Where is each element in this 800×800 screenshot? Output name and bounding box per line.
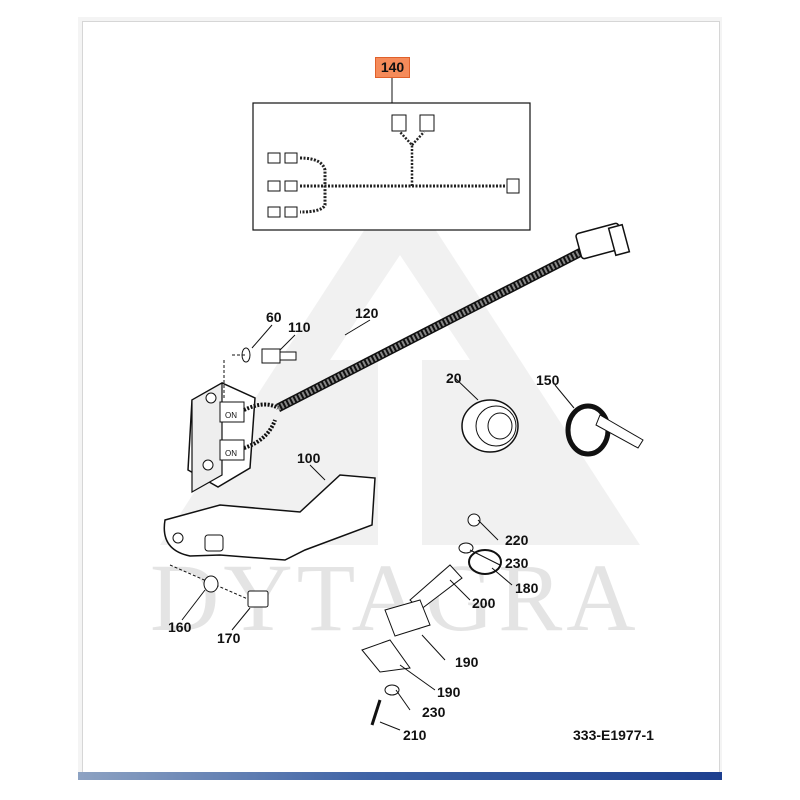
switch-bracket [187,381,280,494]
callout-110: 110 [288,319,311,335]
harness-cable [275,222,631,413]
highlighted-part-badge[interactable] [375,57,410,78]
callout-190-lower: 190 [437,684,461,700]
lower-washer-and-bolt [169,564,269,608]
callout-200: 200 [472,595,496,611]
callout-20: 20 [446,370,462,386]
leader-lines [181,319,575,731]
highlighted-part-label[interactable]: 140 [380,59,405,75]
washer-and-bolt [223,347,297,400]
viewer-bottom-bar [78,772,722,780]
callout-170: 170 [217,630,241,646]
harness-schematic-inset [252,78,531,231]
drawing-reference: 333-E1977-1 [573,727,654,743]
callout-100: 100 [297,450,321,466]
callout-230-lower: 230 [422,704,446,720]
callout-230-upper: 230 [505,555,529,571]
cable-tie [565,403,644,457]
callout-120: 120 [355,305,379,321]
callout-210: 210 [403,727,427,743]
mounting-bracket [163,474,376,561]
grommet [461,399,519,453]
callout-220: 220 [505,532,529,548]
watermark-text: DYTAGRA [150,544,640,651]
switch-label-top: ON [225,411,237,420]
callout-160: 160 [168,619,192,635]
callout-190-upper: 190 [455,654,479,670]
watermark-logo [160,175,640,545]
callout-180: 180 [515,580,539,596]
callout-60: 60 [266,309,282,325]
clamp-assembly [361,513,502,726]
callout-150: 150 [536,372,560,388]
switch-label-bottom: ON [225,449,237,458]
